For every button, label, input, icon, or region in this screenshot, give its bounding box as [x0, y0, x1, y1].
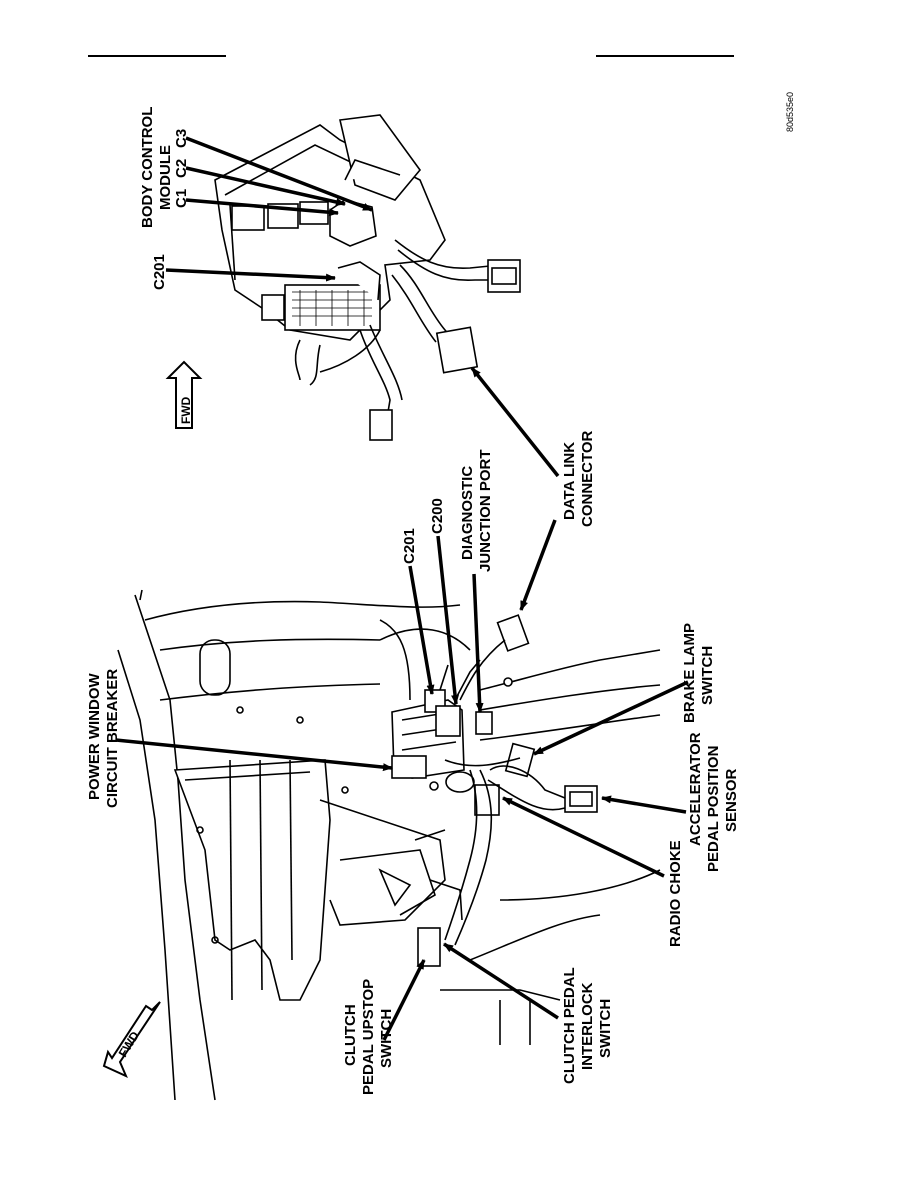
accelerator-label-line3: SENSOR — [723, 768, 740, 832]
radio-choke-label: RADIO CHOKE — [667, 840, 684, 947]
diagnostic-label-line2: JUNCTION PORT — [477, 449, 494, 572]
c1-label: C1 — [173, 189, 190, 208]
clutch-upstop-label-line2: PEDAL UPSTOP — [360, 979, 377, 1095]
data-link-label-line2: CONNECTOR — [579, 430, 596, 527]
instrument-panel-structure — [117, 589, 661, 1101]
upper-view: FWD — [139, 107, 521, 441]
c201-lower-label: C201 — [401, 528, 418, 564]
header-rule-left — [88, 55, 226, 57]
clutch-interlock-label-line3: SWITCH — [597, 999, 614, 1058]
data-link-connector-callout: DATA LINK CONNECTOR — [470, 366, 596, 611]
c2-label: C2 — [173, 159, 190, 178]
power-window-label-line1: POWER WINDOW — [86, 673, 103, 800]
brake-lamp-label-line2: SWITCH — [699, 646, 716, 705]
fwd-arrow-lower: FWD — [102, 1001, 161, 1078]
power-window-label-line2: CIRCUIT BREAKER — [104, 669, 121, 808]
clutch-upstop-label-line1: CLUTCH — [342, 1004, 359, 1066]
data-link-label-line1: DATA LINK — [561, 442, 578, 520]
fwd-label-upper: FWD — [179, 396, 193, 424]
accelerator-label-line1: ACCELERATOR — [687, 732, 704, 846]
fwd-arrow-upper: FWD — [165, 360, 203, 429]
figure-id: 80d535e0 — [785, 92, 795, 132]
diagnostic-label-line1: DIAGNOSTIC — [459, 466, 476, 560]
c201-upper-label: C201 — [151, 254, 168, 290]
upper-leader-lines — [165, 136, 373, 282]
bcm-label-line2: MODULE — [157, 145, 174, 210]
c3-label: C3 — [173, 129, 190, 148]
bcm-label-line1: BODY CONTROL — [139, 107, 156, 228]
lower-leader-lines — [115, 535, 689, 1041]
clutch-interlock-label-line1: CLUTCH PEDAL — [561, 967, 578, 1084]
accelerator-label-line2: PEDAL POSITION — [705, 746, 722, 872]
c200-label: C200 — [429, 498, 446, 534]
clutch-interlock-label-line2: INTERLOCK — [579, 982, 596, 1070]
upper-harness — [294, 239, 521, 441]
junction-connector-cluster — [391, 614, 598, 967]
body-control-module-drawing — [214, 114, 446, 341]
body-control-module-label: BODY CONTROL MODULE — [139, 107, 174, 228]
brake-lamp-label-line1: BRAKE LAMP — [681, 623, 698, 723]
lower-view: FWD — [86, 449, 740, 1101]
header-rule-right — [596, 55, 734, 57]
